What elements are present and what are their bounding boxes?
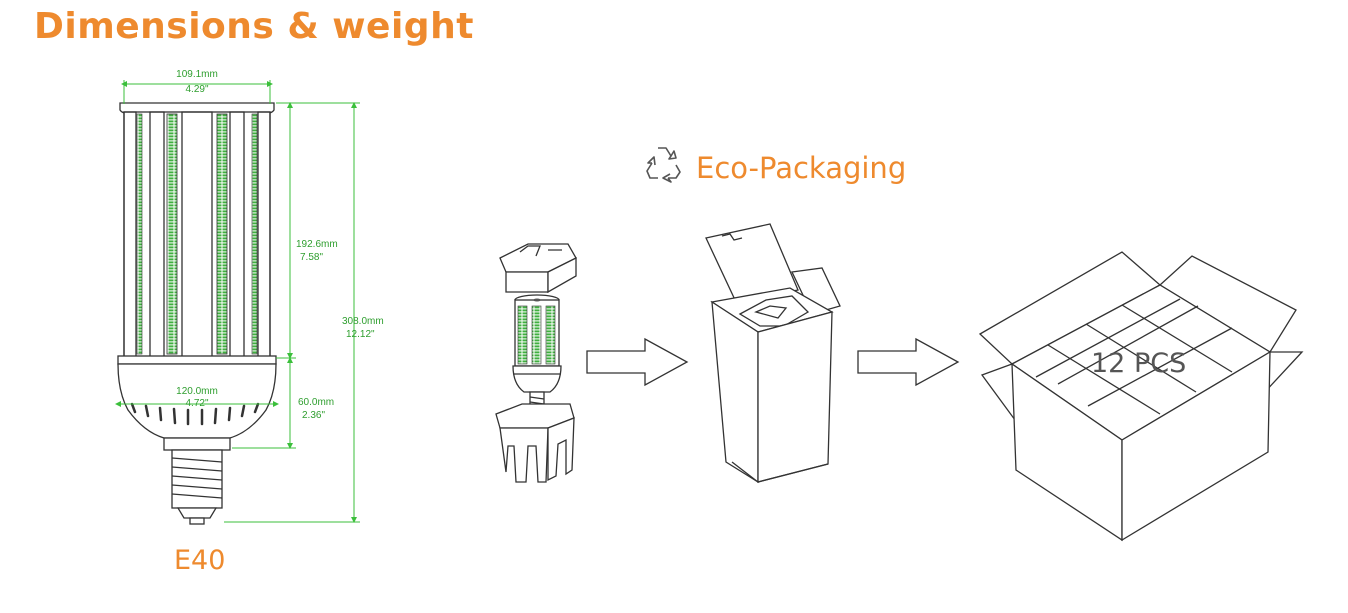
dim-base-width-mm: 120.0mm — [176, 386, 218, 397]
dim-body-height-in: 7.58" — [300, 252, 323, 263]
dimension-lines — [115, 80, 360, 523]
single-box — [705, 223, 841, 484]
eco-packaging-label: Eco-Packaging — [696, 151, 906, 185]
dim-base-height-mm: 60.0mm — [298, 397, 334, 408]
flow-arrow-1 — [586, 337, 689, 387]
dim-total-height-in: 12.12" — [346, 329, 375, 340]
model-label: E40 — [174, 545, 225, 576]
dim-base-width-in: 4.72" — [185, 398, 208, 409]
page-title: Dimensions & weight — [34, 6, 474, 47]
dim-top-width-mm: 109.1mm — [176, 69, 218, 80]
flow-arrow-2 — [857, 337, 960, 387]
dim-base-height-in: 2.36" — [302, 410, 325, 421]
dim-top-width-in: 4.29" — [185, 84, 208, 95]
dim-total-height-mm: 308.0mm — [342, 316, 384, 327]
recycle-icon — [646, 147, 681, 183]
dim-body-height-mm: 192.6mm — [296, 239, 338, 250]
carton-box — [978, 251, 1304, 542]
package-exploded-view — [495, 243, 577, 483]
carton-quantity-label: 12 PCS — [1091, 348, 1186, 379]
lamp-drawing — [117, 102, 277, 525]
